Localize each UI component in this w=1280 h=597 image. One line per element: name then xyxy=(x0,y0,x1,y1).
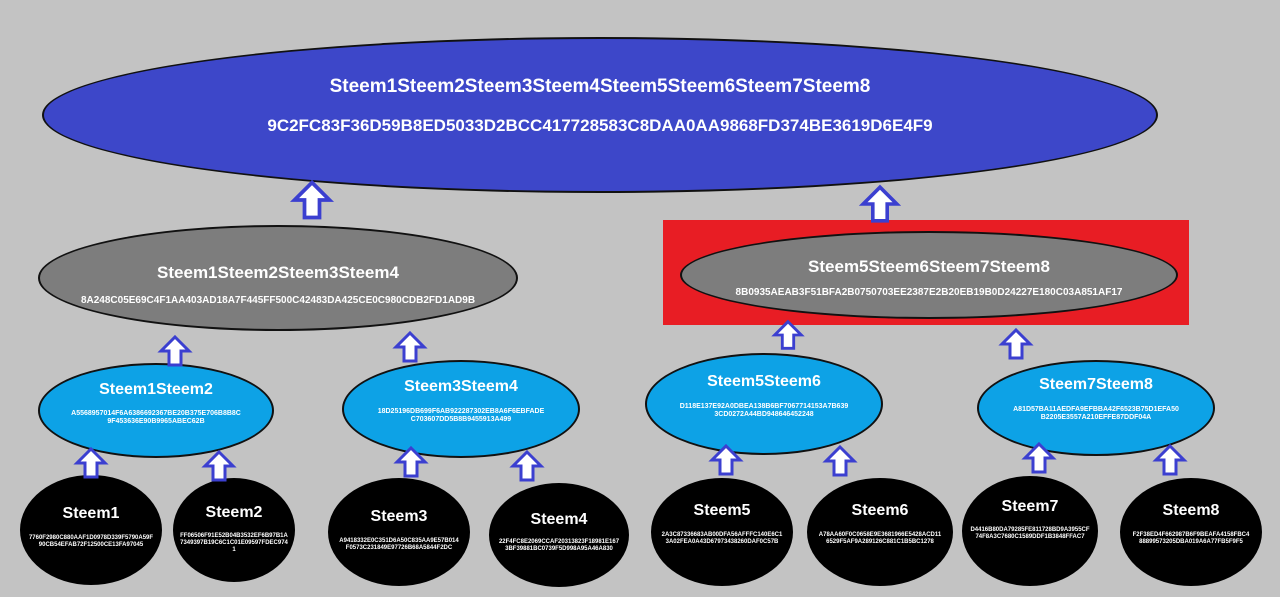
up-arrow-icon xyxy=(824,445,856,477)
root-node: Steem1Steem2Steem3Steem4Steem5Steem6Stee… xyxy=(42,37,1158,193)
leaf-hash: F2F38ED4F662987B6F9BEAFA4158FBC488899573… xyxy=(1132,532,1250,545)
leaf-node-8: Steem8 F2F38ED4F662987B6F9BEAFA4158FBC48… xyxy=(1120,478,1262,586)
leaf-label: Steem4 xyxy=(530,511,588,528)
level3-node-1: Steem1Steem2 A5568957014F6A6386692367BE2… xyxy=(38,363,274,458)
level3-node-4: Steem7Steem8 A81D57BA11AEDFA9EFBBA42F652… xyxy=(977,360,1215,456)
up-arrow-icon xyxy=(773,320,803,350)
leaf-label: Steem7 xyxy=(1001,498,1059,515)
leaf-node-1: Steem1 7760F2980C880AAF1D0978D339F5790A5… xyxy=(20,475,162,585)
level3-hash: D118E137E92A0DBEA138B6BF7067714153A7B639… xyxy=(679,403,849,419)
leaf-hash: A78AA60F0C0658E9E3681966E5428ACD116529F5… xyxy=(818,532,942,545)
leaf-node-4: Steem4 22F4FC8E2069CCAF20313823F18981E16… xyxy=(489,483,629,587)
level3-label: Steem7Steem8 xyxy=(1039,376,1153,393)
leaf-label: Steem8 xyxy=(1162,502,1220,519)
up-arrow-icon xyxy=(203,450,235,482)
up-arrow-icon xyxy=(394,331,426,363)
level3-node-3: Steem5Steem6 D118E137E92A0DBEA138B6BF706… xyxy=(645,353,883,455)
root-label: Steem1Steem2Steem3Steem4Steem5Steem6Stee… xyxy=(329,76,871,97)
up-arrow-icon xyxy=(292,180,332,220)
level2-label: Steem1Steem2Steem3Steem4 xyxy=(157,263,399,282)
up-arrow-icon xyxy=(1154,444,1186,476)
leaf-node-7: Steem7 D4416B80DA79285FE811728BD9A3955CF… xyxy=(962,476,1098,586)
leaf-hash: D4416B80DA79285FE811728BD9A3955CF74F8A3C… xyxy=(970,527,1090,540)
level3-hash: 18D25196DB699F6AB922287302EB8A6F6EBFADEC… xyxy=(377,408,545,424)
leaf-hash: A9418332E0C351D6A50C835AA9E57B014F0573C2… xyxy=(339,538,459,551)
leaf-label: Steem3 xyxy=(370,508,428,525)
leaf-hash: 7760F2980C880AAF1D0978D339F5790A59F90CB5… xyxy=(28,535,154,548)
up-arrow-icon xyxy=(1000,328,1032,360)
level3-hash: A5568957014F6A6386692367BE20B375E706B8B8… xyxy=(71,410,241,426)
leaf-hash: FF06506F91E52B04B3532EF6B97B1A7349397B19… xyxy=(180,533,288,553)
leaf-node-6: Steem6 A78AA60F0C0658E9E3681966E5428ACD1… xyxy=(807,478,953,586)
leaf-node-3: Steem3 A9418332E0C351D6A50C835AA9E57B014… xyxy=(328,478,470,586)
leaf-label: Steem5 xyxy=(693,502,751,519)
up-arrow-icon xyxy=(511,450,543,482)
level3-node-2: Steem3Steem4 18D25196DB699F6AB922287302E… xyxy=(342,360,580,458)
level2-label: Steem5Steem6Steem7Steem8 xyxy=(808,257,1050,276)
leaf-label: Steem6 xyxy=(851,502,909,519)
level2-hash: 8A248C05E69C4F1AA403AD18A7F445FF500C4248… xyxy=(80,295,476,306)
leaf-node-2: Steem2 FF06506F91E52B04B3532EF6B97B1A734… xyxy=(173,478,295,582)
up-arrow-icon xyxy=(861,185,899,223)
root-hash: 9C2FC83F36D59B8ED5033D2BCC417728583C8DAA… xyxy=(267,116,933,135)
level2-node-2: Steem5Steem6Steem7Steem8 8B0935AEAB3F51B… xyxy=(680,231,1178,319)
level2-node-1: Steem1Steem2Steem3Steem4 8A248C05E69C4F1… xyxy=(38,225,518,331)
level3-label: Steem3Steem4 xyxy=(404,378,518,395)
level2-hash: 8B0935AEAB3F51BFA2B0750703EE2387E2B20EB1… xyxy=(735,287,1123,298)
leaf-label: Steem2 xyxy=(205,504,263,521)
up-arrow-icon xyxy=(159,335,191,367)
level3-label: Steem1Steem2 xyxy=(99,381,213,398)
leaf-hash: 22F4FC8E2069CCAF20313823F18981E1673BF398… xyxy=(498,539,620,552)
level3-hash: A81D57BA11AEDFA9EFBBA42F6523B75D1EFA50B2… xyxy=(1013,406,1179,422)
leaf-label: Steem1 xyxy=(62,505,120,522)
up-arrow-icon xyxy=(75,447,107,479)
leaf-node-5: Steem5 2A3C87336683AB00DFA56AFFFC140E6C1… xyxy=(651,478,793,586)
leaf-hash: 2A3C87336683AB00DFA56AFFFC140E6C13A02FEA… xyxy=(661,532,783,545)
level3-label: Steem5Steem6 xyxy=(707,373,821,390)
